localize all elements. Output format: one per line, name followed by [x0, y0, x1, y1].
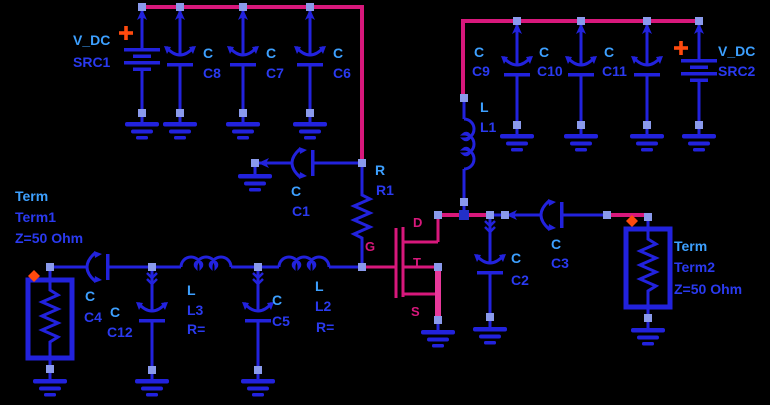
label-c3-type: C	[551, 236, 562, 252]
src2-battery[interactable]	[681, 59, 717, 82]
net-vdd-right-rail[interactable]	[461, 19, 699, 98]
label-c7-type: C	[266, 45, 277, 61]
term2-port[interactable]	[626, 229, 670, 307]
mosfet-transistor[interactable]	[394, 215, 441, 320]
wire-nodes	[46, 3, 703, 374]
label-c8-name: C8	[203, 65, 221, 81]
label-src1-name: SRC1	[73, 54, 111, 70]
label-l2-rparam: R=	[316, 319, 335, 335]
label-r1-name: R1	[376, 182, 394, 198]
label-r1-type: R	[375, 162, 386, 178]
label-c11-name: C11	[602, 63, 627, 79]
label-src2-type: V_DC	[718, 43, 756, 59]
label-c7-name: C7	[266, 65, 284, 81]
label-term1-name: Term1	[15, 209, 56, 225]
label-c6-type: C	[333, 45, 344, 61]
label-l3-type: L	[187, 282, 196, 298]
resistor-r1[interactable]	[352, 189, 372, 243]
label-c9-name: C9	[472, 63, 490, 79]
label-l1-name: L1	[480, 119, 497, 135]
label-term1-type: Term	[15, 188, 49, 204]
label-l3-rparam: R=	[187, 321, 206, 337]
label-fet-drain: D	[413, 215, 423, 230]
label-c4-name: C4	[84, 309, 102, 325]
label-c11-type: C	[604, 44, 615, 60]
src1-battery[interactable]	[124, 48, 160, 71]
src1-plus-marker	[119, 26, 133, 40]
label-c4-type: C	[85, 288, 96, 304]
label-c8-type: C	[203, 45, 214, 61]
inductor-l3[interactable]	[179, 255, 233, 269]
label-l1-type: L	[480, 99, 489, 115]
cap-c4[interactable]	[85, 249, 111, 285]
label-c6-name: C6	[333, 65, 351, 81]
label-fet-gate: G	[365, 239, 376, 254]
label-c2-name: C2	[511, 272, 529, 288]
label-c2-type: C	[511, 250, 522, 266]
label-term2-name: Term2	[674, 259, 715, 275]
label-c1-name: C1	[292, 203, 310, 219]
label-c3-name: C3	[551, 255, 569, 271]
label-c10-name: C10	[537, 63, 563, 79]
inductor-l2[interactable]	[277, 255, 331, 269]
src2-plus-marker	[674, 41, 688, 55]
cap-c1[interactable]	[290, 145, 316, 181]
label-term2-type: Term	[674, 238, 708, 254]
label-c5-type: C	[272, 292, 283, 308]
label-l2-name: L2	[315, 298, 332, 314]
ground-symbols	[33, 114, 716, 397]
label-l2-type: L	[315, 278, 324, 294]
label-fet-source: S	[411, 304, 420, 319]
label-c10-type: C	[539, 44, 550, 60]
label-l3-name: L3	[187, 302, 204, 318]
label-c5-name: C5	[272, 313, 290, 329]
label-term2-impedance: Z=50 Ohm	[674, 281, 743, 297]
label-c12-type: C	[110, 304, 121, 320]
label-src1-type: V_DC	[73, 32, 111, 48]
label-src2-name: SRC2	[718, 63, 756, 79]
label-c9-type: C	[474, 44, 485, 60]
label-c1-type: C	[291, 183, 302, 199]
label-c12-name: C12	[107, 324, 133, 340]
term1-port[interactable]	[28, 280, 72, 358]
label-fet-bulk: T	[413, 255, 421, 270]
inductor-l1[interactable]	[462, 117, 476, 171]
label-term1-impedance: Z=50 Ohm	[15, 230, 84, 246]
net-vdd-left-rail[interactable]	[142, 5, 364, 163]
cap-c3[interactable]	[539, 197, 565, 233]
